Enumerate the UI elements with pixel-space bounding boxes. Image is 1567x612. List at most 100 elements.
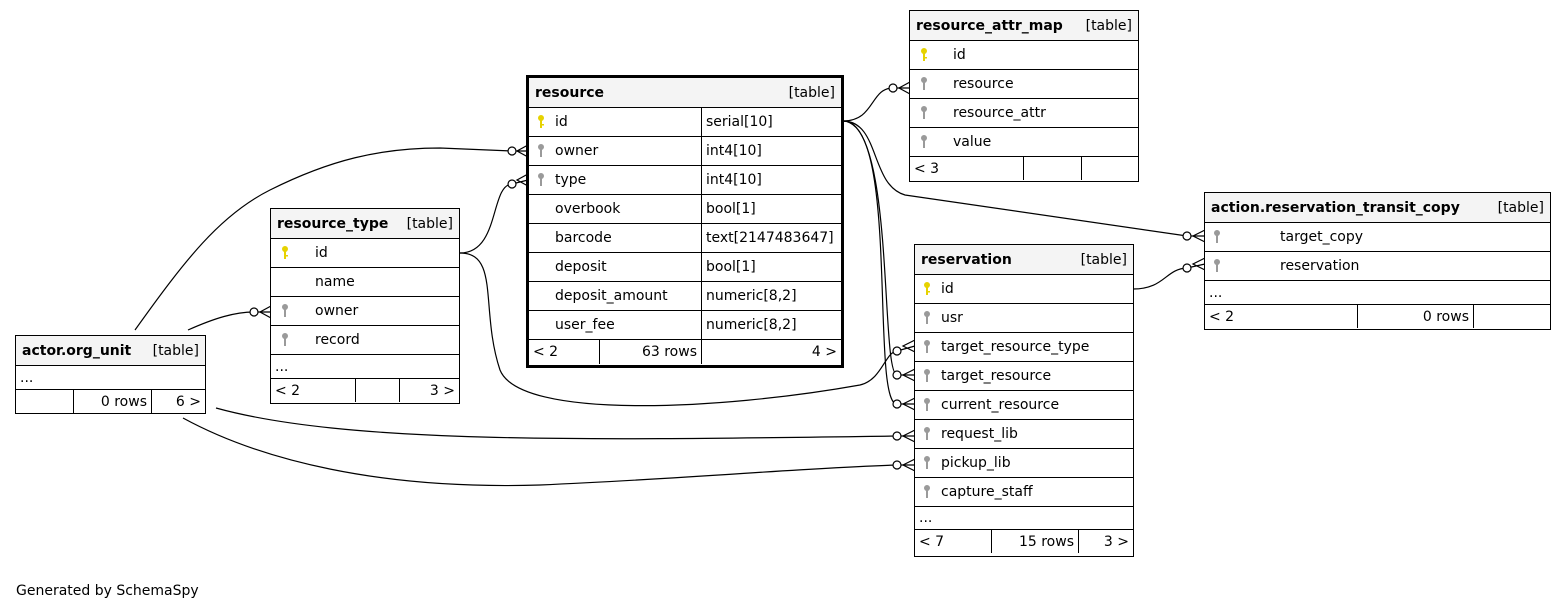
table-footer: 0 rows 6 > <box>16 390 205 413</box>
column-name: id <box>941 281 954 297</box>
column-name: resource <box>953 76 1014 92</box>
column-row[interactable]: user_fee numeric[8,2] <box>529 311 841 340</box>
column-name: capture_staff <box>941 484 1033 500</box>
column-name: value <box>953 134 992 150</box>
column-type: int4[10] <box>701 166 762 194</box>
table-reservation[interactable]: reservation [table] id usr target_resour… <box>914 244 1134 557</box>
column-row[interactable]: target_resource <box>915 362 1133 391</box>
crowsfoot-resource-type <box>507 173 529 189</box>
table-footer: < 2 0 rows <box>1205 305 1550 328</box>
edge-resource-reservation-target <box>842 120 915 376</box>
ellipsis: ... <box>20 369 34 386</box>
column-name: id <box>315 245 328 261</box>
crowsfoot-transit-res <box>1182 257 1206 273</box>
foreign-key-icon <box>921 106 927 119</box>
ellipsis-row: ... <box>915 507 1133 530</box>
footer-children <box>1081 157 1138 180</box>
column-type: numeric[8,2] <box>701 282 797 310</box>
table-name: action.reservation_transit_copy <box>1211 199 1460 216</box>
crowsfoot-res-target <box>892 368 916 382</box>
column-name: type <box>555 172 587 188</box>
column-type: text[2147483647] <box>701 224 834 252</box>
column-row[interactable]: owner int4[10] <box>529 137 841 166</box>
footer-parents: < 2 <box>275 382 301 399</box>
column-row[interactable]: request_lib <box>915 420 1133 449</box>
column-row[interactable]: target_resource_type <box>915 333 1133 362</box>
column-name: deposit_amount <box>555 288 668 304</box>
column-row[interactable]: name <box>271 268 459 297</box>
table-resource[interactable]: resource [table] id serial[10] owner int… <box>526 75 844 368</box>
column-row[interactable]: type int4[10] <box>529 166 841 195</box>
foreign-key-icon <box>924 369 930 382</box>
table-reservation-transit-copy[interactable]: action.reservation_transit_copy [table] … <box>1204 192 1551 330</box>
table-actor-org-unit[interactable]: actor.org_unit [table] ... 0 rows 6 > <box>15 335 206 414</box>
foreign-key-icon <box>538 173 544 186</box>
table-name: resource_attr_map <box>916 17 1063 34</box>
column-row[interactable]: overbook bool[1] <box>529 195 841 224</box>
table-tag: [table] <box>406 215 453 232</box>
table-name: resource_type <box>277 215 389 232</box>
column-row[interactable]: target_copy <box>1205 223 1550 252</box>
column-name: pickup_lib <box>941 455 1011 471</box>
column-row[interactable]: reservation <box>1205 252 1550 281</box>
footer-parents: < 2 <box>533 344 559 360</box>
table-tag: [table] <box>1497 199 1544 216</box>
primary-key-icon <box>282 246 288 259</box>
column-name: target_resource_type <box>941 339 1090 355</box>
footer-rows <box>1023 157 1081 180</box>
column-name: target_resource <box>941 368 1052 384</box>
footer-children: 6 > <box>151 390 205 413</box>
column-type: bool[1] <box>701 253 756 281</box>
table-resource-type[interactable]: resource_type [table] id name owner reco… <box>270 208 460 404</box>
column-row[interactable]: resource <box>910 70 1138 99</box>
table-header: reservation [table] <box>915 245 1133 275</box>
ellipsis-row: ... <box>271 355 459 379</box>
foreign-key-icon <box>924 340 930 353</box>
column-type: numeric[8,2] <box>701 311 797 339</box>
foreign-key-icon <box>921 77 927 90</box>
column-name: record <box>315 332 360 348</box>
column-row[interactable]: id <box>915 275 1133 304</box>
column-row[interactable]: id serial[10] <box>529 108 841 137</box>
foreign-key-icon <box>538 144 544 157</box>
column-name: target_copy <box>1280 229 1364 245</box>
crowsfoot-resource-owner <box>507 144 529 158</box>
column-name: owner <box>555 143 599 159</box>
foreign-key-icon <box>924 427 930 440</box>
column-row[interactable]: capture_staff <box>915 478 1133 507</box>
column-row[interactable]: barcode text[2147483647] <box>529 224 841 253</box>
table-resource-attr-map[interactable]: resource_attr_map [table] id resource re… <box>909 10 1139 182</box>
table-footer: < 2 63 rows 4 > <box>529 340 841 364</box>
column-name: reservation <box>1280 258 1360 274</box>
column-row[interactable]: usr <box>915 304 1133 333</box>
column-row[interactable]: current_resource <box>915 391 1133 420</box>
footer-children: 3 > <box>1078 530 1133 553</box>
edge-org-pickup-lib <box>182 417 915 487</box>
foreign-key-icon <box>924 456 930 469</box>
table-name: resource <box>535 84 605 101</box>
column-name: deposit <box>555 259 607 275</box>
column-name: barcode <box>555 230 612 246</box>
crowsfoot-transit-target <box>1182 229 1206 243</box>
table-header: actor.org_unit [table] <box>16 336 205 366</box>
column-row[interactable]: record <box>271 326 459 355</box>
footer-children: 3 > <box>399 379 459 402</box>
column-row[interactable]: deposit bool[1] <box>529 253 841 282</box>
column-row[interactable]: owner <box>271 297 459 326</box>
column-row[interactable]: deposit_amount numeric[8,2] <box>529 282 841 311</box>
footer-rows: 15 rows <box>991 530 1078 553</box>
ellipsis-row: ... <box>1205 281 1550 305</box>
footer-children <box>1473 305 1550 328</box>
table-header: resource_attr_map [table] <box>910 11 1138 41</box>
column-type: bool[1] <box>701 195 756 223</box>
column-row[interactable]: id <box>910 41 1138 70</box>
footer-rows <box>355 379 399 402</box>
column-row[interactable]: value <box>910 128 1138 157</box>
column-row[interactable]: pickup_lib <box>915 449 1133 478</box>
column-row[interactable]: resource_attr <box>910 99 1138 128</box>
footer-children: 4 > <box>701 340 841 364</box>
column-row[interactable]: id <box>271 239 459 268</box>
crowsfoot-pickup-lib <box>892 458 916 472</box>
crowsfoot-attr-map <box>888 81 911 95</box>
table-header: resource_type [table] <box>271 209 459 239</box>
